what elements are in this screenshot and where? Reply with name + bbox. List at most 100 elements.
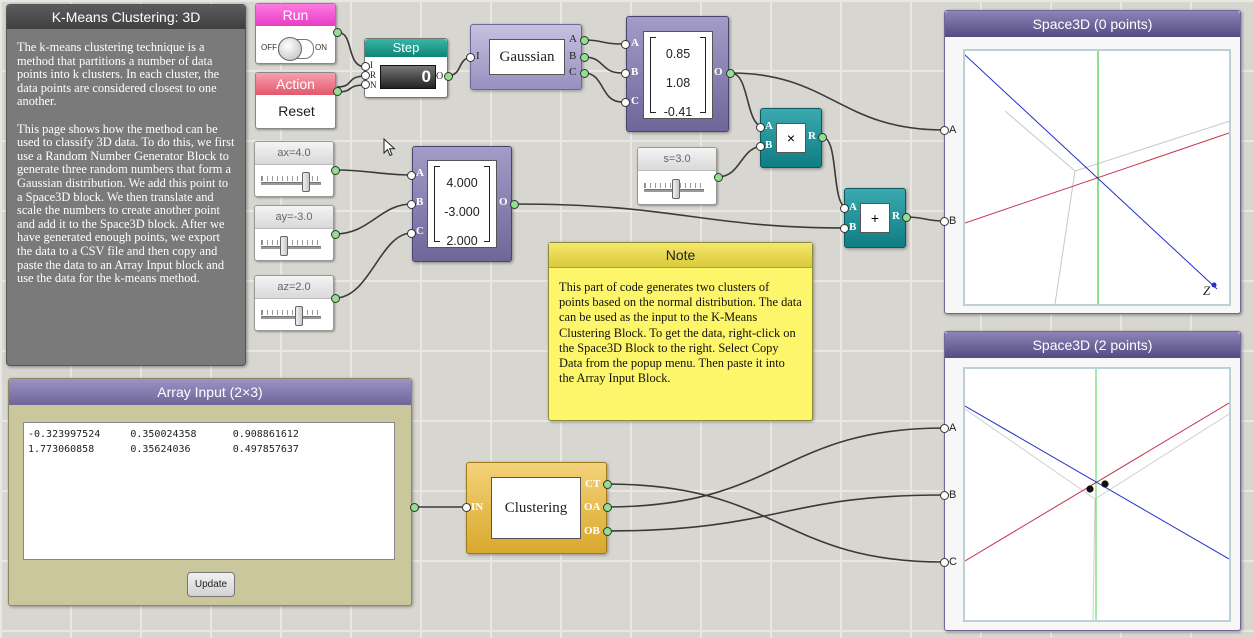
clustering-port-oa: OA <box>584 501 601 513</box>
description-title: K-Means Clustering: 3D <box>7 5 245 29</box>
z-axis-line <box>965 54 1218 290</box>
slider-ay-out[interactable] <box>331 230 340 239</box>
action-out-port[interactable] <box>333 87 342 96</box>
space3d-2-plot[interactable] <box>963 367 1231 622</box>
slider-s-thumb[interactable] <box>672 179 680 199</box>
run-on-label: ON <box>315 43 327 52</box>
note-block[interactable]: Note This part of code generates two clu… <box>548 242 813 421</box>
mouse-cursor-icon <box>383 138 396 157</box>
step-in-i[interactable] <box>361 62 370 71</box>
gaussian-in-port[interactable] <box>466 53 475 62</box>
description-panel: K-Means Clustering: 3D The k-means clust… <box>6 4 246 366</box>
slider-ax[interactable]: ax=4.0 <box>254 141 334 197</box>
slider-az[interactable]: az=2.0 <box>254 275 334 331</box>
wire-ob-space2b <box>605 494 945 532</box>
vector-2-value-c: 2.000 <box>446 234 478 248</box>
wire-v2-add <box>513 203 849 229</box>
gaussian-out-b[interactable] <box>580 53 589 62</box>
slider-ax-out[interactable] <box>331 166 340 175</box>
reset-button[interactable]: Reset <box>278 103 315 119</box>
slider-az-out[interactable] <box>331 294 340 303</box>
vector-2-out[interactable] <box>510 200 519 209</box>
step-port-o: O <box>436 71 444 82</box>
vector-1-in-c[interactable] <box>621 98 630 107</box>
gaussian-label: Gaussian <box>489 39 565 75</box>
array-input-out[interactable] <box>410 503 419 512</box>
vector-1-port-o: O <box>714 66 723 78</box>
step-out-port[interactable] <box>444 72 453 81</box>
slider-ay[interactable]: ay=-3.0 <box>254 205 334 261</box>
clustering-port-in: IN <box>471 501 484 513</box>
slider-s[interactable]: s=3.0 <box>637 147 717 205</box>
vector-2-in-a[interactable] <box>407 171 416 180</box>
run-block[interactable]: Run OFF ON <box>255 3 336 64</box>
add-port-a: A <box>849 201 857 213</box>
wire-ay-v2 <box>334 203 413 235</box>
note-text: This part of code generates two clusters… <box>559 280 802 386</box>
space3d-2-port-a: A <box>949 422 957 434</box>
vector-2-in-b[interactable] <box>407 200 416 209</box>
vector-1-value-b: 1.08 <box>665 76 691 90</box>
space3d-2-in-c[interactable] <box>940 558 949 567</box>
vector-block-2[interactable]: 4.000 -3.000 2.000 <box>412 146 512 262</box>
space3d-block-2[interactable]: Space3D (2 points) <box>944 331 1241 631</box>
step-port-n: N <box>370 80 377 90</box>
clustering-out-oa[interactable] <box>603 503 612 512</box>
wire-oa-space2a <box>605 427 945 508</box>
run-out-port[interactable] <box>333 28 342 37</box>
add-block[interactable]: + <box>844 188 906 248</box>
vector-1-in-a[interactable] <box>621 40 630 49</box>
vector-block-1[interactable]: 0.85 1.08 -0.41 <box>626 16 729 132</box>
wire-ax-v2 <box>334 169 413 176</box>
gaussian-block[interactable]: Gaussian <box>470 24 582 90</box>
add-out[interactable] <box>902 213 911 222</box>
action-block[interactable]: Action Reset <box>255 72 336 129</box>
gaussian-out-c[interactable] <box>580 69 589 78</box>
slider-az-thumb[interactable] <box>295 306 303 326</box>
clustering-in[interactable] <box>462 503 471 512</box>
space3d-block-1[interactable]: Space3D (0 points) Z <box>944 10 1241 314</box>
slider-ay-thumb[interactable] <box>280 236 288 256</box>
space3d-2-axes <box>965 369 1229 620</box>
multiply-out[interactable] <box>818 133 827 142</box>
gaussian-out-a[interactable] <box>580 36 589 45</box>
step-in-r[interactable] <box>361 71 370 80</box>
update-button[interactable]: Update <box>187 572 235 597</box>
add-in-b[interactable] <box>840 224 849 233</box>
array-input-block[interactable]: Array Input (2×3) Update <box>8 378 412 606</box>
vector-2-port-o: O <box>499 196 508 208</box>
space3d-1-plot[interactable]: Z <box>963 49 1231 306</box>
clustering-out-ct[interactable] <box>603 480 612 489</box>
gaussian-port-i: I <box>476 50 480 62</box>
note-title: Note <box>549 243 812 268</box>
wire-run-step <box>336 31 367 68</box>
add-in-a[interactable] <box>840 204 849 213</box>
clustering-block[interactable]: Clustering <box>466 462 607 554</box>
step-block[interactable]: Step 0 <box>364 38 448 98</box>
space3d-2-title: Space3D (2 points) <box>945 332 1240 358</box>
clustering-out-ob[interactable] <box>603 527 612 536</box>
clustering-port-ob: OB <box>584 525 600 537</box>
multiply-in-b[interactable] <box>756 142 765 151</box>
space3d-2-in-a[interactable] <box>940 424 949 433</box>
space3d-1-in-b[interactable] <box>940 217 949 226</box>
gaussian-port-a: A <box>569 33 577 45</box>
array-input-textarea[interactable] <box>23 422 395 560</box>
slider-s-out[interactable] <box>714 173 723 182</box>
add-symbol: + <box>860 203 890 233</box>
vector-2-value-b: -3.000 <box>444 205 480 219</box>
vector-1-port-b: B <box>631 66 639 78</box>
run-toggle-knob[interactable] <box>278 37 302 61</box>
z-axis-label: Z <box>1203 283 1211 298</box>
space3d-1-in-a[interactable] <box>940 126 949 135</box>
add-port-b: B <box>849 221 857 233</box>
vector-1-out[interactable] <box>726 69 735 78</box>
step-in-n[interactable] <box>361 80 370 89</box>
vector-1-in-b[interactable] <box>621 69 630 78</box>
vector-2-in-c[interactable] <box>407 229 416 238</box>
run-toggle[interactable] <box>278 37 314 61</box>
wire-gauss-b <box>583 56 623 74</box>
multiply-in-a[interactable] <box>756 123 765 132</box>
space3d-2-in-b[interactable] <box>940 491 949 500</box>
slider-ax-thumb[interactable] <box>302 172 310 192</box>
